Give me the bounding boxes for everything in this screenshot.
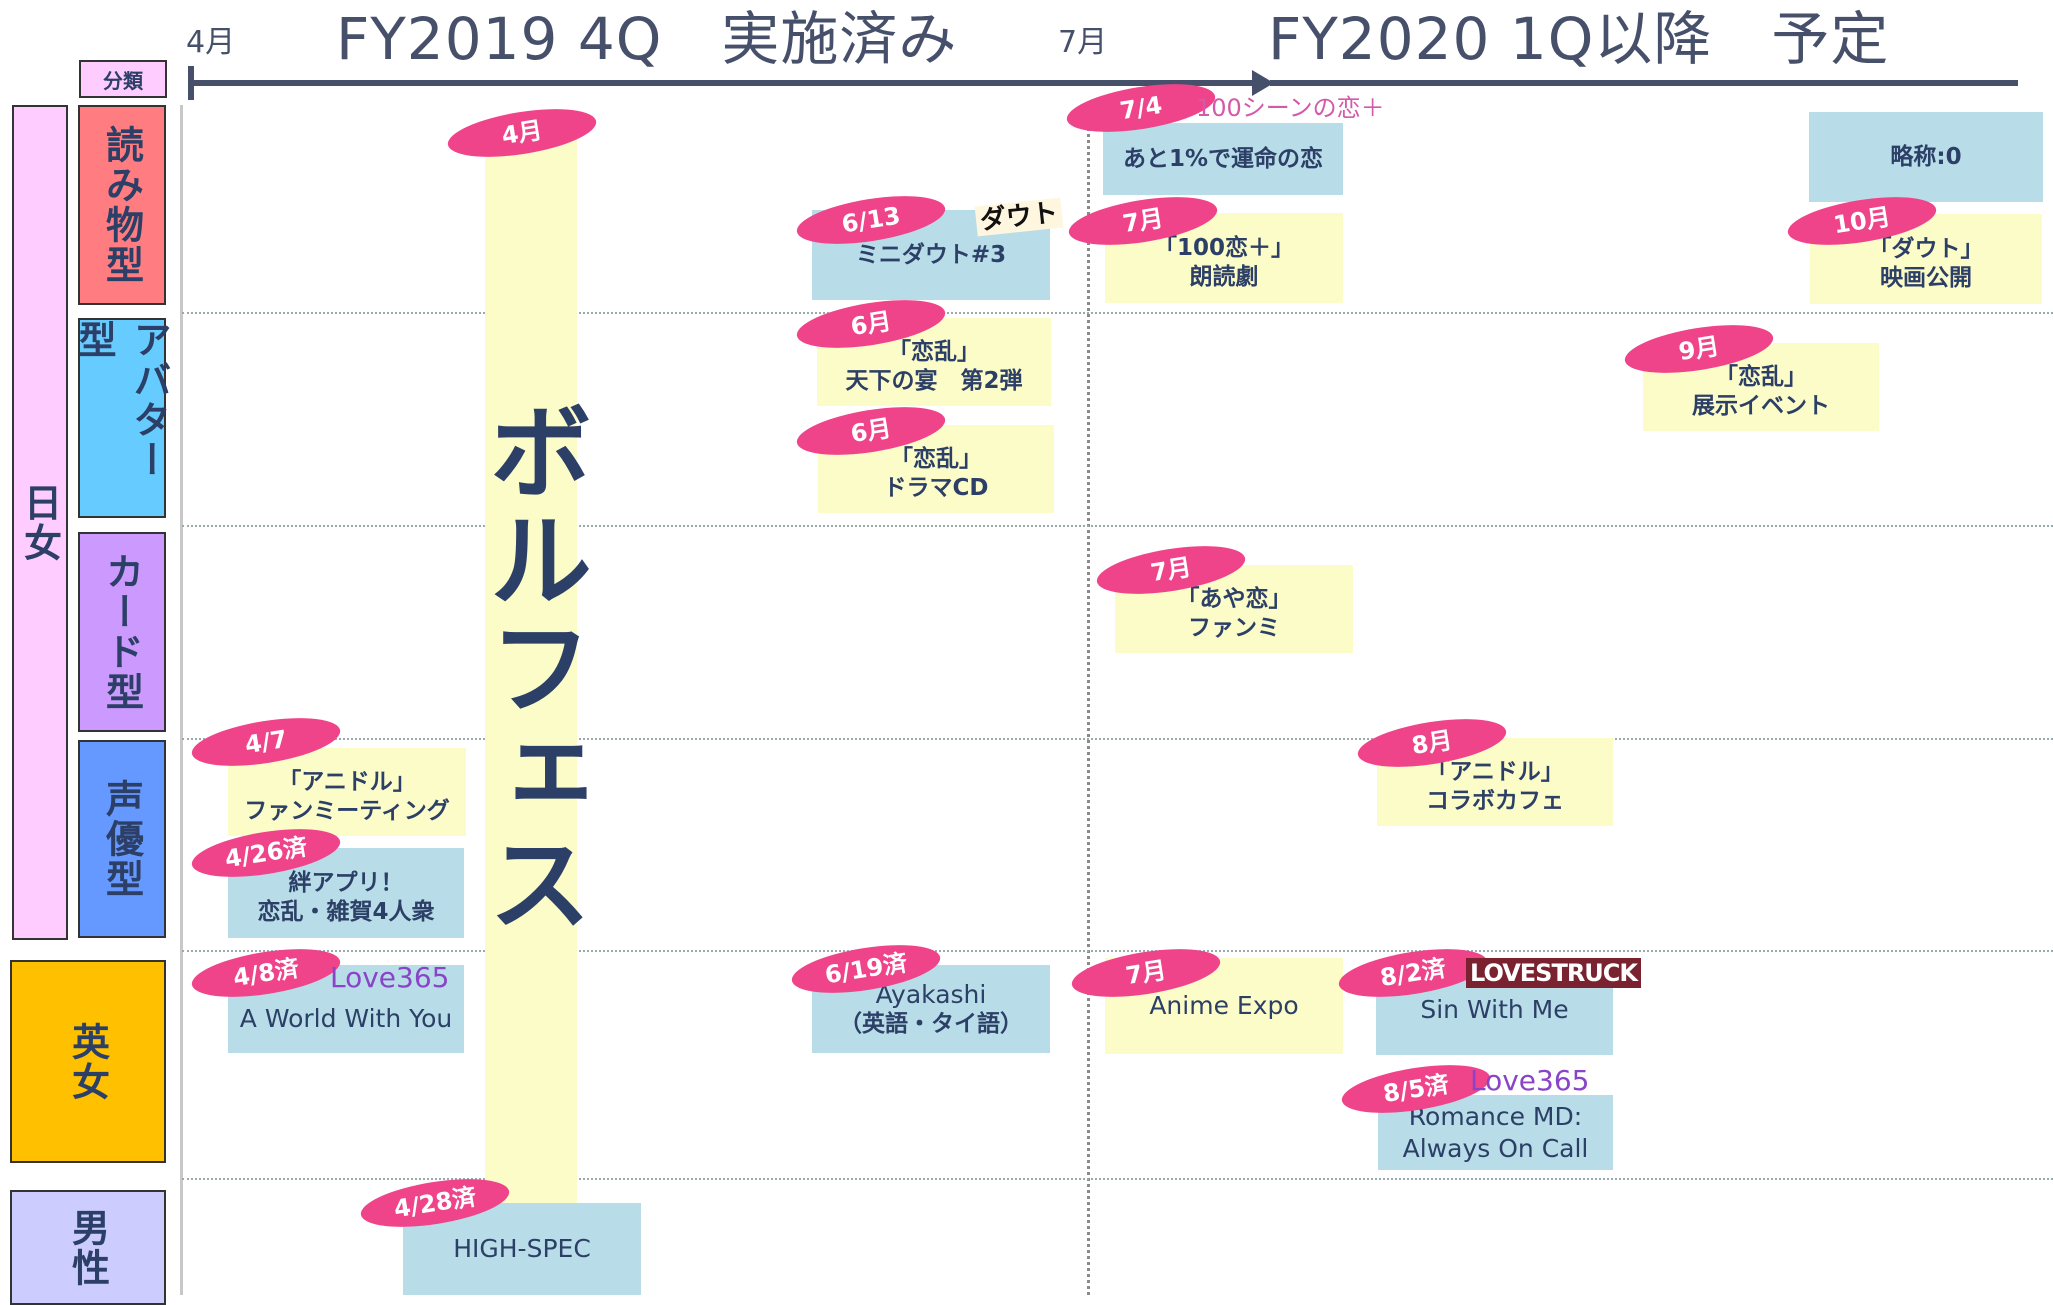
event-card: あと1%で運命の恋 <box>1103 123 1343 195</box>
grid-july-divider <box>1087 105 1090 1295</box>
event-subtitle: コラボカフェ <box>1426 788 1564 814</box>
month-label-july: 7月 <box>1058 25 1108 60</box>
event-title: ミニダウト#3 <box>855 241 1007 268</box>
category-nichijo-label: 日女 <box>17 482 62 563</box>
love365-logo: Love365 <box>1470 1064 1590 1097</box>
event-subtitle: 朗読劇 <box>1189 264 1259 290</box>
category-avatar-label: アバター型 <box>72 320 171 480</box>
grid-row-divider <box>182 738 2053 740</box>
event-title: 「恋乱」 <box>890 446 982 473</box>
event-title: Sin With Me <box>1420 995 1569 1025</box>
event-title: 略称:0 <box>1890 143 1962 170</box>
category-card: カード型 <box>78 532 166 732</box>
event-title: Romance MD: <box>1408 1102 1583 1132</box>
category-header: 分類 <box>79 60 167 98</box>
event-title: 「恋乱」 <box>1715 364 1807 391</box>
category-header-label: 分類 <box>103 68 143 93</box>
category-yomimono: 読み物型 <box>78 105 166 305</box>
event-title: 「アニドル」 <box>1426 759 1564 786</box>
event-card: 「100恋＋」 朗読劇 <box>1105 213 1343 303</box>
event-subtitle: 天下の宴 第2弾 <box>845 368 1023 394</box>
timeline-arrowhead <box>1252 70 1274 96</box>
category-seiyu-label: 声優型 <box>99 779 144 899</box>
category-dansei: 男性 <box>10 1190 166 1305</box>
category-yomimono-label: 読み物型 <box>99 125 144 285</box>
month-label-april: 4月 <box>186 25 236 60</box>
daut-logo: ダウト <box>974 197 1064 237</box>
event-subtitle: ドラマCD <box>883 475 989 501</box>
event-title: HIGH-SPEC <box>453 1234 591 1264</box>
event-subtitle: 映画公開 <box>1880 265 1972 291</box>
event-title: Anime Expo <box>1149 991 1299 1021</box>
lovestruck-logo: LOVESTRUCK <box>1466 958 1641 988</box>
bolfes-bar: ボルフェス <box>470 123 592 1213</box>
event-card: A World With You <box>228 965 464 1053</box>
event-title: あと1%で運命の恋 <box>1122 145 1324 172</box>
category-nichijo: 日女 <box>12 105 68 940</box>
fy2019-title: FY2019 4Q 実施済み <box>336 5 958 73</box>
grid-row-divider <box>182 950 2053 952</box>
event-subtitle: 展示イベント <box>1692 393 1830 419</box>
category-seiyu: 声優型 <box>78 740 166 938</box>
event-subtitle: ファンミーティング <box>244 798 450 824</box>
grid-row-divider <box>182 525 2053 527</box>
event-title: 「100恋＋」 <box>1153 235 1294 262</box>
grid-left-edge <box>180 105 183 1295</box>
event-title: 「あや恋」 <box>1176 586 1292 613</box>
grid-row-divider <box>182 1178 2053 1180</box>
bolfes-label: ボルフェス <box>469 398 592 938</box>
category-card-label: カード型 <box>99 552 144 712</box>
event-subtitle: 恋乱・雑賀4人衆 <box>257 899 435 925</box>
category-avatar: アバター型 <box>72 318 171 518</box>
timeline-arrow-fy2020 <box>1270 80 2018 86</box>
event-title: 絆アプリ！ <box>288 870 404 897</box>
grid-row-divider <box>182 312 2053 314</box>
category-eijo: 英女 <box>10 960 166 1163</box>
love365-logo: Love365 <box>330 961 450 994</box>
event-title: 「恋乱」 <box>888 339 980 366</box>
event-title: 「ダウト」 <box>1868 236 1984 263</box>
100scene-logo: 100シーンの恋＋ <box>1196 94 1385 122</box>
fy2020-title: FY2020 1Q以降 予定 <box>1268 5 1890 73</box>
event-card: HIGH-SPEC <box>403 1203 641 1295</box>
category-dansei-label: 男性 <box>65 1207 110 1288</box>
event-title: A World With You <box>239 1004 453 1034</box>
event-title: 「アニドル」 <box>278 769 416 796</box>
event-subtitle: （英語・タイ語） <box>839 1011 1023 1038</box>
event-title: Ayakashi <box>875 980 987 1009</box>
event-subtitle: ファンミ <box>1188 615 1280 641</box>
event-subtitle: Always On Call <box>1402 1133 1589 1163</box>
event-card: Anime Expo <box>1105 958 1343 1054</box>
timeline-arrow-fy2019 <box>188 80 1258 86</box>
category-eijo-label: 英女 <box>65 1021 110 1102</box>
event-card: 略称:0 <box>1809 112 2043 202</box>
event-card: 「恋乱」 展示イベント <box>1643 343 1879 431</box>
